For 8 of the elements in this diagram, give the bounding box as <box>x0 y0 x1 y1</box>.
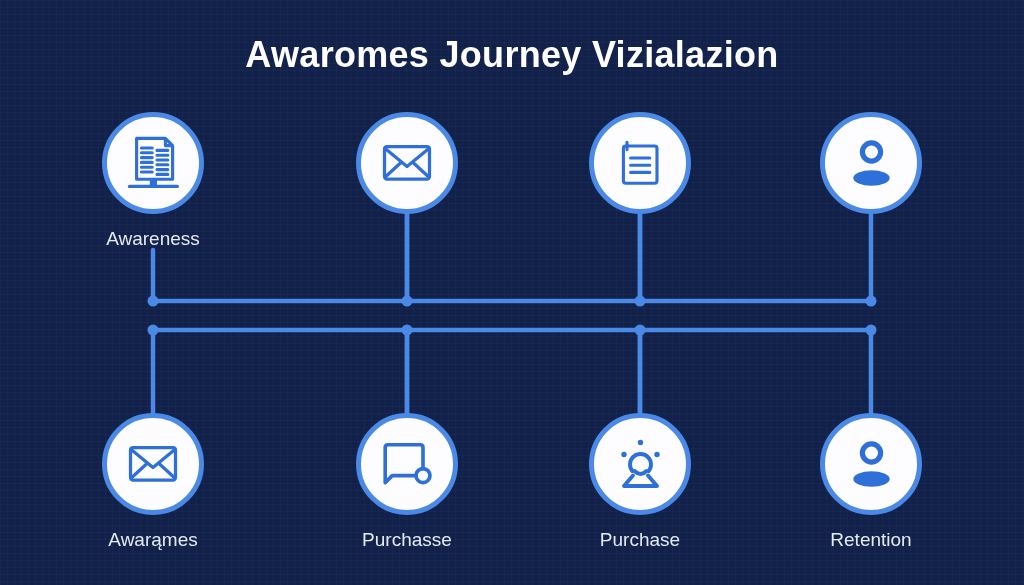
stage-label: Awareness <box>106 228 200 250</box>
stage-label: Purchasse <box>362 529 452 551</box>
stage-label: Awarąmes <box>108 529 198 551</box>
stage-label: Retention <box>830 529 912 551</box>
connector-line <box>637 327 874 416</box>
connector-line <box>637 211 874 304</box>
stage-label: Purchase <box>599 529 681 551</box>
diagram-title: Awaromes Journey Vizialazion <box>245 34 779 75</box>
